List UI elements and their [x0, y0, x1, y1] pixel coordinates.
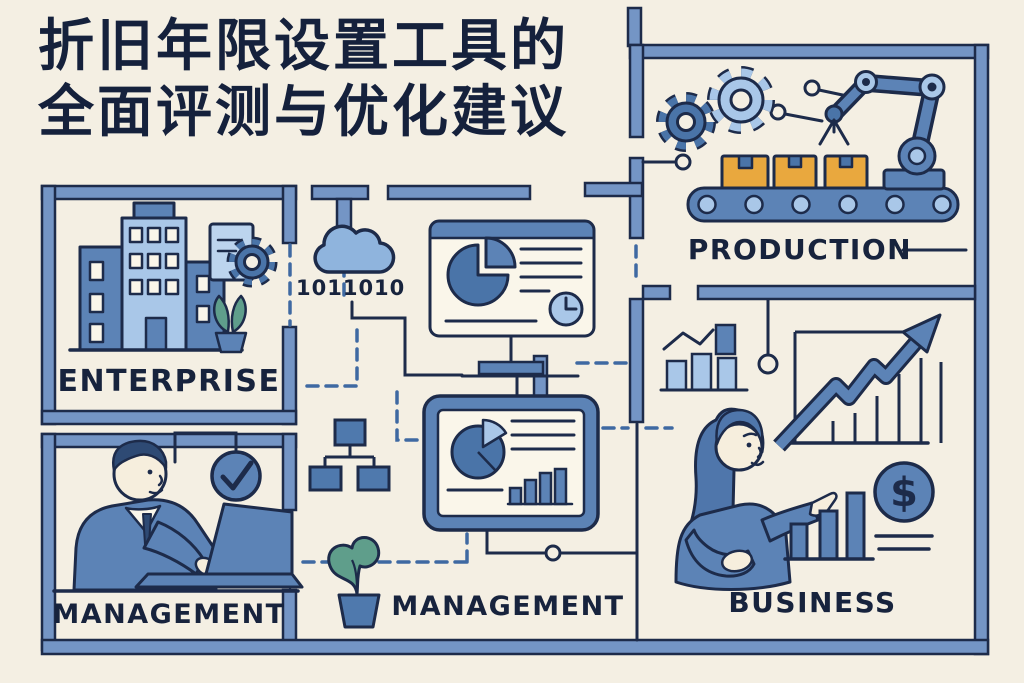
connector-line	[485, 528, 546, 555]
dashboard-tablet-icon	[422, 394, 600, 532]
man-laptop-icon	[52, 439, 304, 593]
growth-chart-icon	[773, 313, 943, 452]
mini-bar-chart-icon	[659, 323, 749, 392]
woman-pointing-arm	[760, 501, 820, 543]
dashed-connector-line	[395, 390, 423, 442]
wall-segment	[641, 284, 672, 301]
page-title: 折旧年限设置工具的 全面评测与优化建议	[38, 14, 569, 146]
bar-chart-icon	[506, 467, 574, 506]
wall-segment	[626, 6, 643, 48]
monitor-stand-base	[477, 360, 545, 376]
trend-arrow-icon	[773, 313, 942, 452]
woman-pointing-icon	[674, 407, 838, 591]
connector-dots	[544, 79, 821, 562]
wall-segment	[40, 638, 990, 656]
wall-segment	[583, 181, 644, 198]
production-label: PRODUCTION	[687, 233, 913, 266]
wall-segment	[40, 432, 298, 449]
gear-icon	[707, 66, 775, 134]
title-line-1: 折旧年限设置工具的	[38, 14, 569, 79]
wall-segment	[628, 43, 990, 60]
gear-icon	[656, 92, 716, 152]
connector-line	[350, 300, 464, 377]
dashboard-monitor-icon	[428, 219, 596, 376]
connector-dot	[803, 79, 821, 97]
connector-dot	[757, 353, 779, 375]
connector-line	[783, 112, 824, 123]
man-hair	[111, 439, 168, 472]
wall-segment	[281, 432, 298, 512]
management-center-label: MANAGEMENT	[391, 591, 625, 622]
wall-segment	[281, 184, 298, 245]
box-icon	[720, 154, 869, 191]
wall-segment	[628, 156, 645, 240]
dashed-connector-line	[300, 328, 359, 388]
bar-chart-icon	[783, 491, 875, 561]
connector-line	[173, 431, 238, 464]
clock-icon	[548, 291, 584, 327]
document-gear-icon	[208, 222, 278, 288]
business-label: BUSINESS	[728, 586, 897, 619]
conveyor-belt-icon	[686, 186, 960, 223]
walls	[40, 6, 990, 656]
wall-segment	[310, 184, 370, 201]
enterprise-label: ENTERPRISE	[57, 364, 281, 399]
title-line-2: 全面评测与优化建议	[38, 80, 569, 146]
cloud-icon	[313, 224, 396, 274]
pie-chart-icon	[446, 236, 517, 307]
monitor-header	[430, 221, 594, 238]
management-left-label: MANAGEMENT	[52, 599, 286, 630]
potted-plant-icon	[212, 294, 248, 354]
laptop-base	[134, 572, 304, 589]
laptop-screen	[204, 502, 294, 576]
text-lines	[519, 247, 583, 293]
building-icon	[68, 201, 244, 352]
dollar-coin-icon: $	[873, 461, 935, 551]
woman-hand	[720, 549, 754, 573]
leaf-plant-icon	[327, 536, 381, 629]
org-chart-icon	[308, 418, 391, 492]
connector-lines	[173, 88, 968, 642]
dashed-connectors	[288, 243, 674, 564]
binary-data-text: 1011010	[296, 276, 406, 300]
connector-dot	[674, 153, 692, 171]
gear-icon	[226, 236, 278, 288]
connector-dot	[544, 544, 562, 562]
woman-pointing-hand	[808, 491, 838, 517]
wall-segment	[40, 409, 298, 426]
woman-face	[714, 422, 764, 472]
text-lines	[510, 419, 576, 451]
woman-hair-top	[715, 408, 764, 446]
wall-segment	[40, 184, 298, 201]
wall-segment	[696, 284, 977, 301]
wall-segment	[628, 297, 645, 424]
wall-segment	[386, 184, 532, 201]
wall-segment	[973, 43, 990, 656]
dollar-glyph: $	[890, 470, 918, 516]
wall-segment	[628, 43, 645, 139]
pie-chart-icon	[450, 418, 508, 480]
check-circle-icon	[210, 450, 262, 502]
robot-arm-icon	[818, 70, 946, 191]
